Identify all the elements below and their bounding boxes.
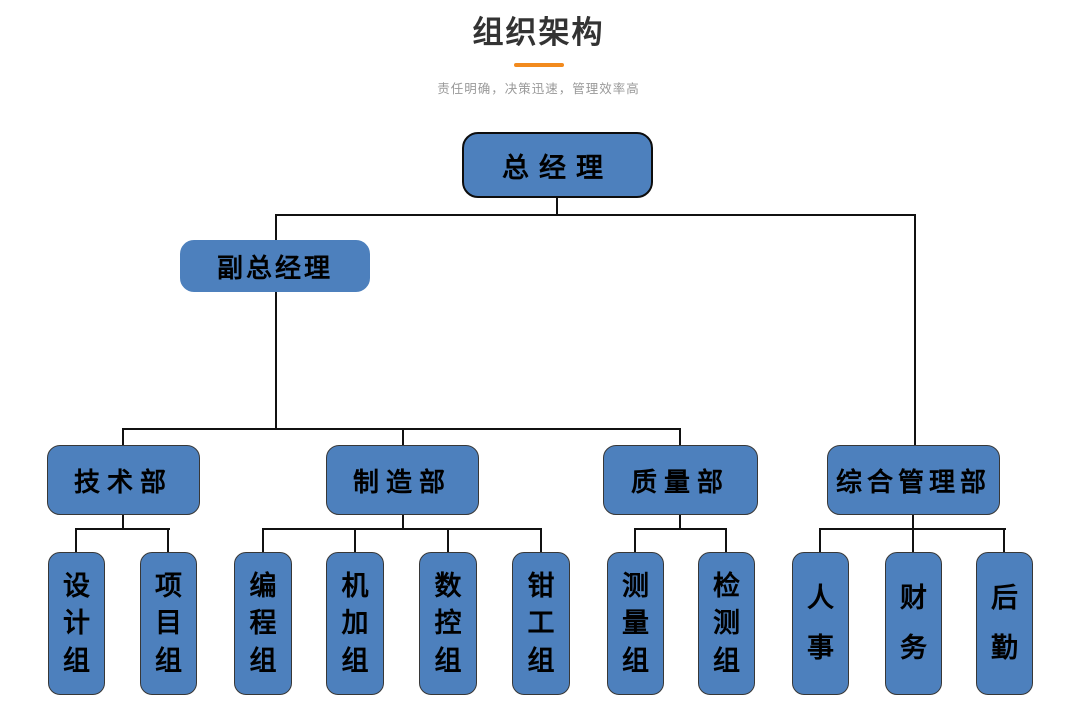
connector-line [447, 528, 449, 553]
node-programming-group: 编程组 [234, 552, 292, 695]
connector-line [122, 428, 681, 430]
node-measurement-group: 测量组 [607, 552, 664, 695]
connector-line [679, 515, 681, 529]
node-general-admin-dept: 综合管理部 [827, 445, 1000, 515]
node-technology-dept: 技术部 [47, 445, 200, 515]
page-title: 组织架构 [472, 15, 605, 50]
node-quality-dept: 质量部 [603, 445, 758, 515]
node-design-group: 设计组 [48, 552, 105, 695]
connector-line [912, 528, 914, 553]
connector-line [262, 528, 264, 553]
connector-line [402, 515, 404, 529]
page-header: 组织架构 责任明确，决策迅速，管理效率高 [0, 0, 1077, 97]
connector-line [122, 428, 124, 446]
node-general-manager: 总经理 [462, 132, 653, 198]
node-logistics: 后勤 [976, 552, 1033, 695]
node-inspection-group: 检测组 [698, 552, 755, 695]
title-underline [513, 63, 564, 67]
node-hr: 人事 [792, 552, 849, 695]
node-manufacturing-dept: 制造部 [326, 445, 479, 515]
node-cnc-group: 数控组 [419, 552, 477, 695]
node-finance: 财务 [885, 552, 942, 695]
node-fitter-group: 钳工组 [512, 552, 570, 695]
connector-line [1003, 528, 1005, 553]
connector-line [122, 515, 124, 529]
node-deputy-general-manager: 副总经理 [180, 240, 370, 292]
connector-line [819, 528, 821, 553]
connector-line [402, 428, 404, 446]
node-machining-group: 机加组 [326, 552, 384, 695]
connector-line [275, 214, 277, 241]
connector-line [75, 528, 170, 530]
connector-line [725, 528, 727, 553]
connector-line [275, 214, 916, 216]
connector-line [679, 428, 681, 446]
node-project-group: 项目组 [140, 552, 197, 695]
connector-line [275, 292, 277, 429]
connector-line [75, 528, 77, 553]
page-subtitle: 责任明确，决策迅速，管理效率高 [437, 82, 640, 96]
connector-line [912, 515, 914, 529]
connector-line [556, 198, 558, 215]
connector-line [634, 528, 727, 530]
connector-line [167, 528, 169, 553]
connector-line [262, 528, 542, 530]
connector-line [540, 528, 542, 553]
connector-line [354, 528, 356, 553]
connector-line [634, 528, 636, 553]
connector-line [914, 214, 916, 445]
